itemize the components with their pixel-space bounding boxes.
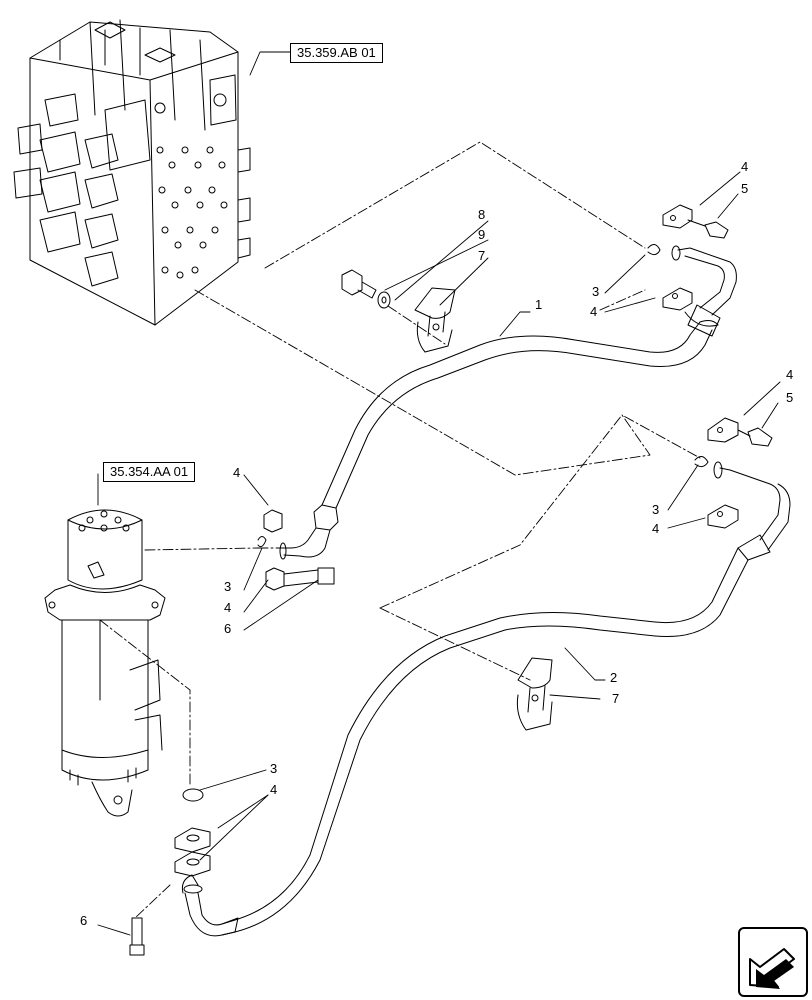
callout-clamp-a: 7 bbox=[478, 248, 486, 263]
swivel-joint-drawing bbox=[45, 510, 165, 816]
flange-set-b bbox=[695, 418, 772, 528]
callout-flange-a-top: 4 bbox=[741, 159, 749, 174]
callout-clamp-washer: 9 bbox=[478, 227, 486, 242]
callout-flange-b-top: 4 bbox=[786, 367, 794, 382]
callout-o-ring-b: 3 bbox=[652, 502, 660, 517]
next-page-button[interactable] bbox=[738, 927, 808, 997]
next-page-arrow-icon bbox=[740, 929, 806, 989]
callout-o-ring-a: 3 bbox=[592, 284, 600, 299]
callout-bolt-b: 5 bbox=[786, 390, 794, 405]
callout-bolt-a: 5 bbox=[741, 181, 749, 196]
callout-flange-a-bottom: 4 bbox=[590, 304, 598, 319]
callout-flange-d: 4 bbox=[270, 782, 278, 797]
pipe-2 bbox=[182, 462, 790, 936]
callout-o-ring-c: 3 bbox=[224, 579, 232, 594]
callout-flange-c-bottom: 4 bbox=[224, 600, 232, 615]
callout-bolt-c: 6 bbox=[224, 621, 232, 636]
clamp-b bbox=[517, 658, 552, 730]
callout-o-ring-d: 3 bbox=[270, 761, 278, 776]
pipe-1 bbox=[280, 246, 736, 559]
callout-pipe-1: 1 bbox=[535, 297, 543, 312]
flange-set-a bbox=[648, 205, 728, 310]
control-valve-drawing bbox=[14, 20, 250, 325]
swivel-joint-reference[interactable]: 35.354.AA 01 bbox=[103, 462, 196, 482]
callout-flange-b-bottom: 4 bbox=[652, 521, 660, 536]
clamp-a bbox=[415, 288, 455, 352]
leader-lines bbox=[98, 52, 780, 935]
control-valve-reference[interactable]: 35.359.AB 01 bbox=[290, 43, 383, 63]
valve-ports bbox=[155, 94, 227, 278]
callout-clamp-b: 7 bbox=[612, 691, 620, 706]
callout-pipe-2: 2 bbox=[610, 670, 618, 685]
callout-clamp-bolt: 8 bbox=[478, 207, 486, 222]
callout-bolt-d: 6 bbox=[80, 913, 88, 928]
clamp-bolt-washer bbox=[342, 270, 390, 308]
valve-spools bbox=[14, 94, 118, 286]
callout-flange-c-top: 4 bbox=[233, 465, 241, 480]
flange-set-d bbox=[130, 789, 210, 955]
flange-set-c bbox=[258, 510, 334, 590]
center-lines bbox=[100, 142, 700, 918]
